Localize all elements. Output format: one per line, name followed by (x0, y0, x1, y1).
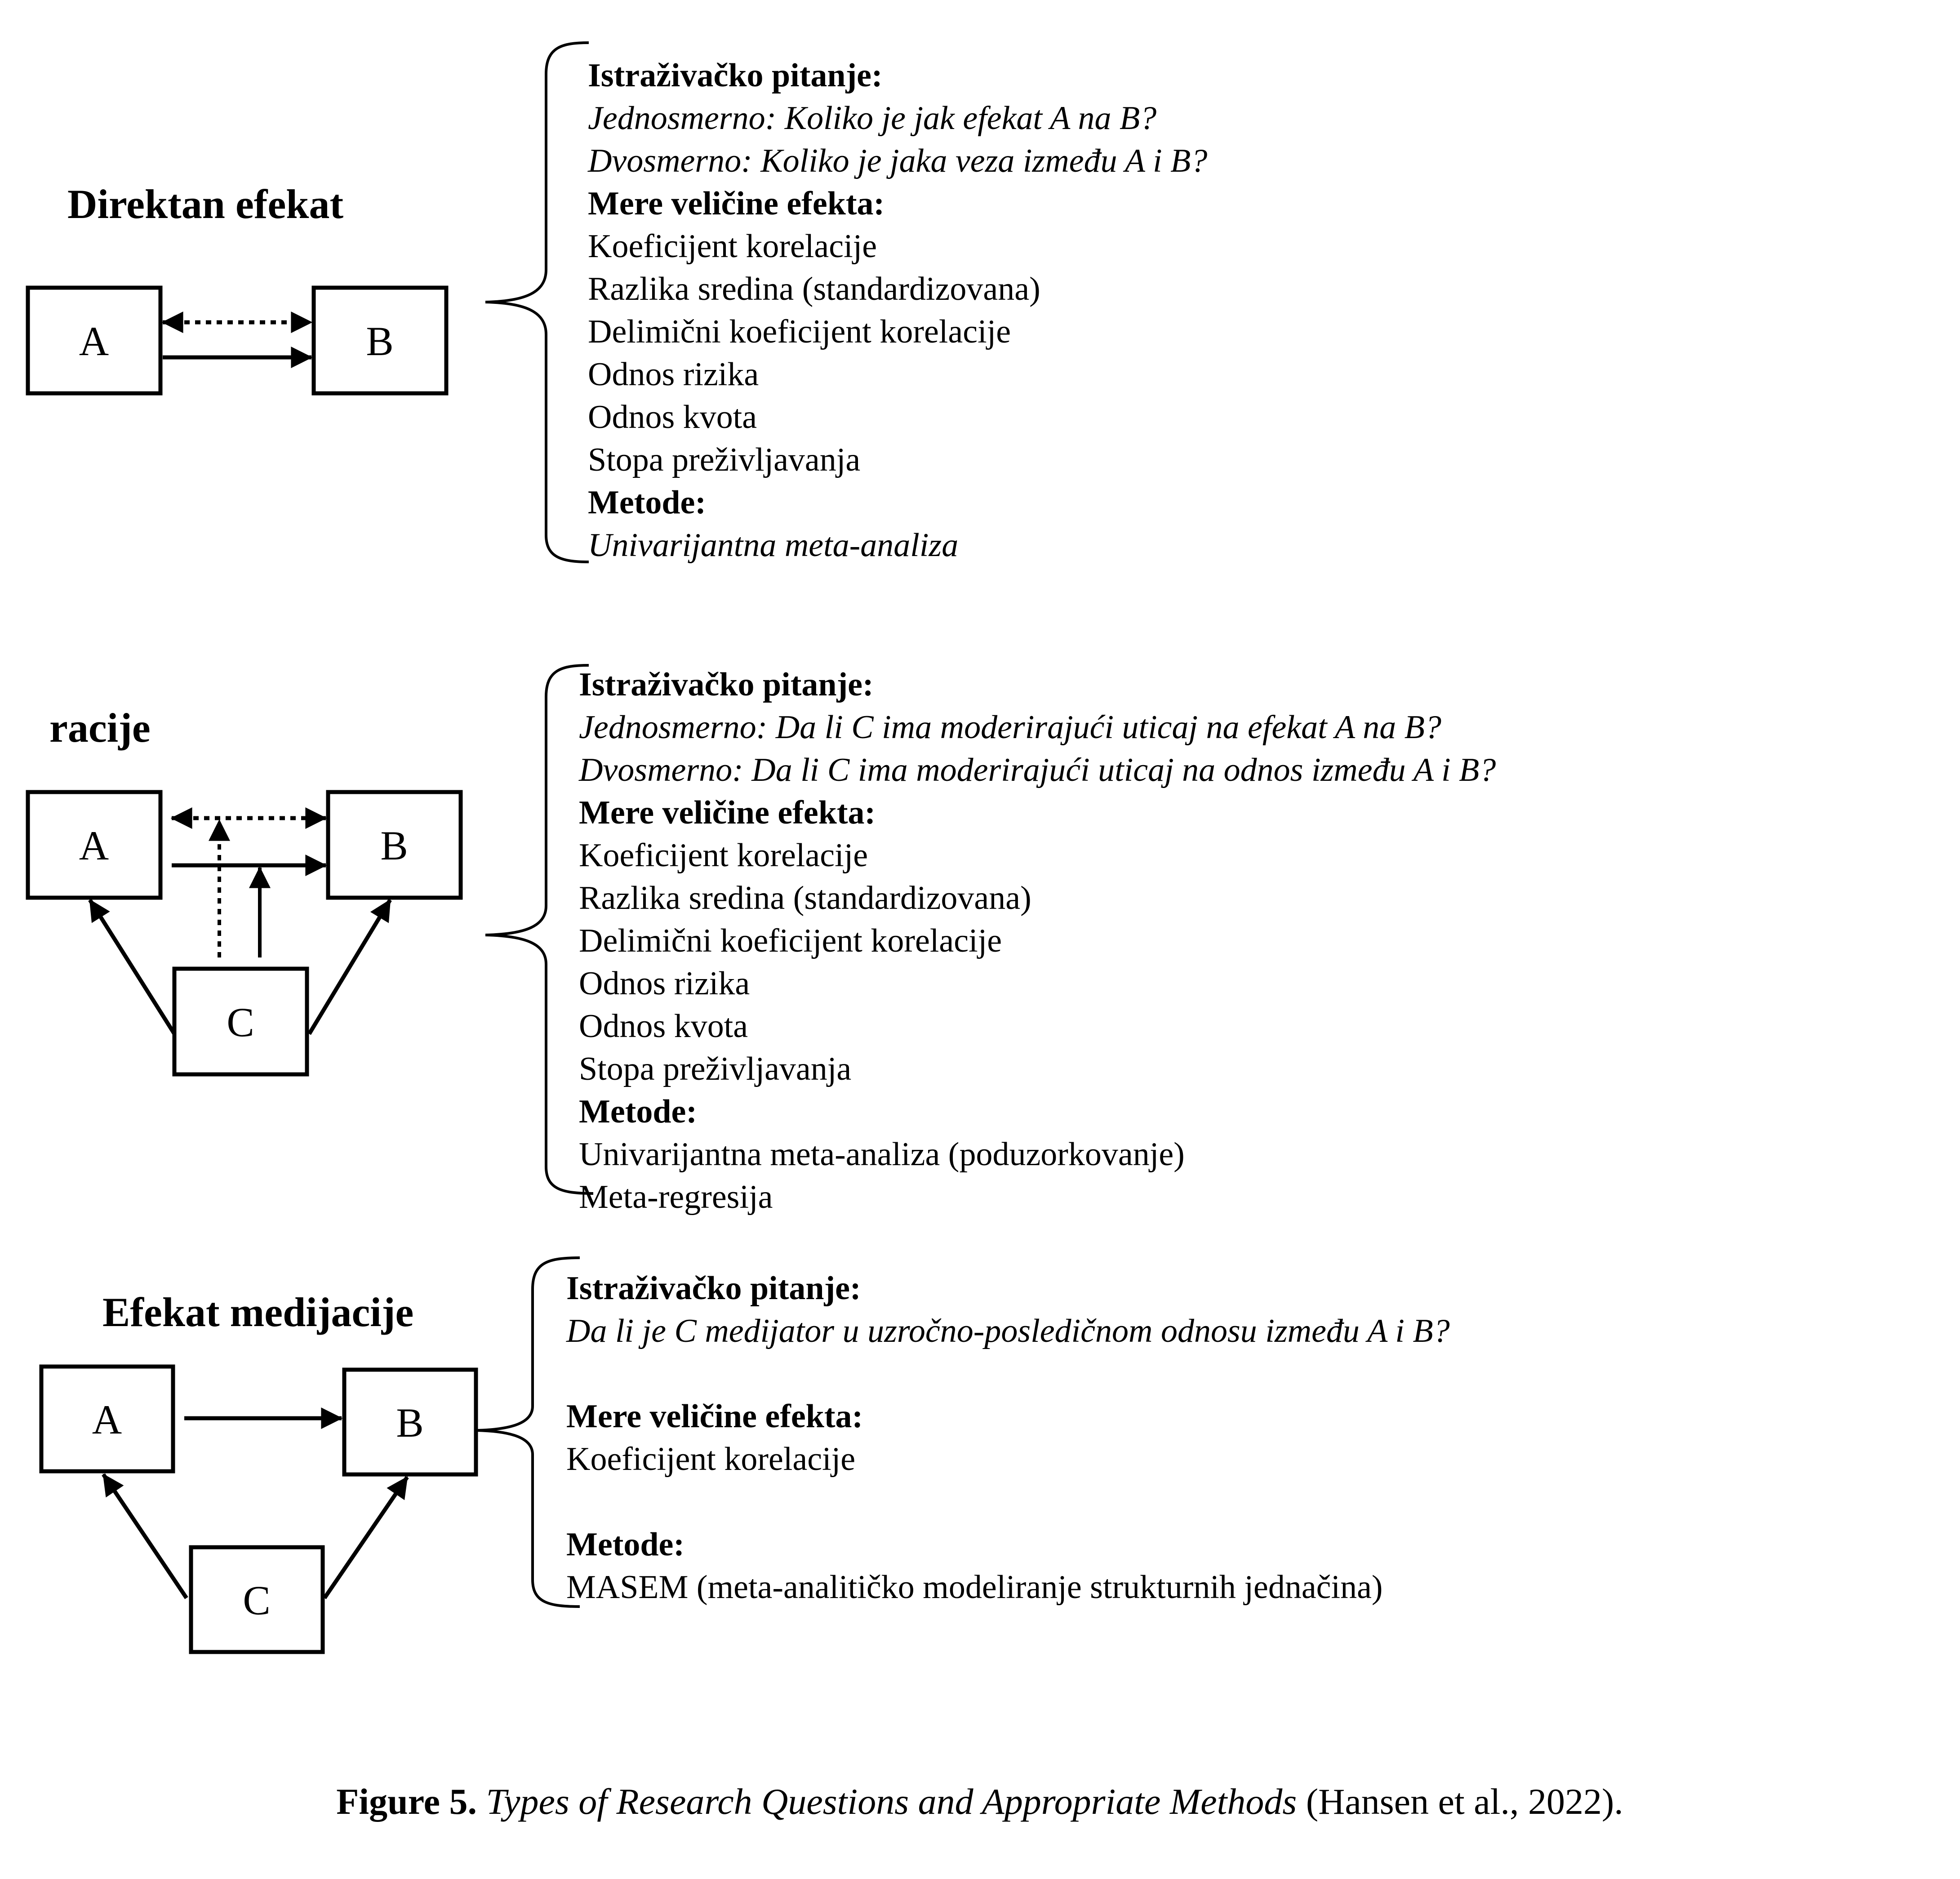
text-line: Istraživačko pitanje: (566, 1270, 861, 1307)
node-a: A (26, 285, 163, 396)
text-line: MASEM (meta-analitičko modeliranje struk… (566, 1569, 1383, 1606)
text-line: Stopa preživljavanja (588, 441, 860, 478)
node-b: B (311, 285, 449, 396)
curly-brace (476, 1256, 580, 1608)
text-line: Jednosmerno: Koliko je jak efekat A na B… (588, 100, 1156, 137)
panel-moderation-effect: racije A B C Istraživačko pitanje: Jedno… (26, 664, 1496, 1216)
text-line: Odnos rizika (588, 356, 759, 393)
text-line: Univarijantna meta-analiza (poduzorkovan… (579, 1136, 1185, 1173)
text-line: Istraživačko pitanje: (579, 666, 874, 703)
c-to-b-arrow (307, 899, 392, 1035)
c-to-b-arrow (323, 1476, 409, 1599)
node-label: B (366, 318, 393, 364)
text-line: Odnos kvota (588, 399, 757, 436)
node-label: B (380, 823, 408, 868)
text-line: Razlika sredina (standardizovana) (579, 880, 1031, 917)
node-label: A (79, 318, 109, 364)
c-to-a-arrow (88, 899, 176, 1035)
curly-brace (485, 41, 589, 563)
text-block: Istraživačko pitanje: Jednosmerno: Da li… (578, 666, 1496, 1216)
text-line: Razlika sredina (standardizovana) (588, 271, 1040, 307)
text-line: Dvosmerno: Da li C ima moderirajući utic… (578, 752, 1496, 788)
text-line: Mere veličine efekta: (566, 1398, 863, 1435)
text-block: Istraživačko pitanje: Da li je C medijat… (566, 1270, 1450, 1606)
node-a: A (26, 790, 163, 900)
text-line: Metode: (579, 1093, 697, 1130)
text-line: Koeficijent korelacije (579, 837, 868, 874)
text-line: Univarijantna meta-analiza (588, 527, 958, 564)
node-label: B (396, 1400, 423, 1446)
node-label: C (243, 1577, 270, 1623)
panel-mediation-effect: Efekat medijacije A B C Istraživačko pit… (39, 1256, 1450, 1654)
panel-direct-effect: Direktan efekat A B Istraživačko pitanje… (26, 41, 1207, 564)
node-label: A (92, 1397, 122, 1443)
node-label: A (79, 823, 109, 868)
caption-label: Figure 5. (336, 1781, 486, 1822)
text-line: Da li je C medijator u uzročno-posledičn… (566, 1313, 1450, 1349)
panel-title: racije (49, 705, 151, 751)
node-b: B (326, 790, 463, 900)
caption-source: (Hansen et al., 2022). (1306, 1781, 1623, 1822)
text-line: Odnos kvota (579, 1008, 748, 1045)
text-line: Odnos rizika (579, 965, 750, 1002)
text-line: Koeficijent korelacije (588, 228, 877, 265)
node-label: C (227, 999, 254, 1045)
text-line: Delimični koeficijent korelacije (579, 922, 1002, 959)
text-line: Stopa preživljavanja (579, 1051, 851, 1087)
text-line: Meta-regresija (579, 1179, 773, 1216)
panel-title: Efekat medijacije (102, 1289, 413, 1335)
text-line: Delimični koeficijent korelacije (588, 313, 1011, 350)
c-to-a-arrow (102, 1473, 188, 1599)
text-line: Koeficijent korelacije (566, 1441, 855, 1478)
node-b: B (342, 1367, 478, 1477)
caption-title: Types of Research Questions and Appropri… (486, 1781, 1306, 1822)
text-line: Dvosmerno: Koliko je jaka veza između A … (587, 142, 1207, 179)
curly-brace (485, 664, 594, 1195)
text-line: Metode: (566, 1526, 684, 1563)
node-a: A (39, 1364, 175, 1474)
text-line: Jednosmerno: Da li C ima moderirajući ut… (579, 709, 1441, 746)
figure-caption: Figure 5. Types of Research Questions an… (336, 1781, 1623, 1822)
text-line: Istraživačko pitanje: (588, 57, 883, 94)
panel-title: Direktan efekat (67, 181, 343, 227)
text-line: Mere veličine efekta: (579, 794, 876, 831)
text-line: Mere veličine efekta: (588, 185, 884, 222)
node-c: C (189, 1545, 325, 1654)
text-block: Istraživačko pitanje: Jednosmerno: Kolik… (587, 57, 1207, 564)
text-line: Metode: (588, 484, 706, 521)
node-c: C (172, 966, 309, 1077)
